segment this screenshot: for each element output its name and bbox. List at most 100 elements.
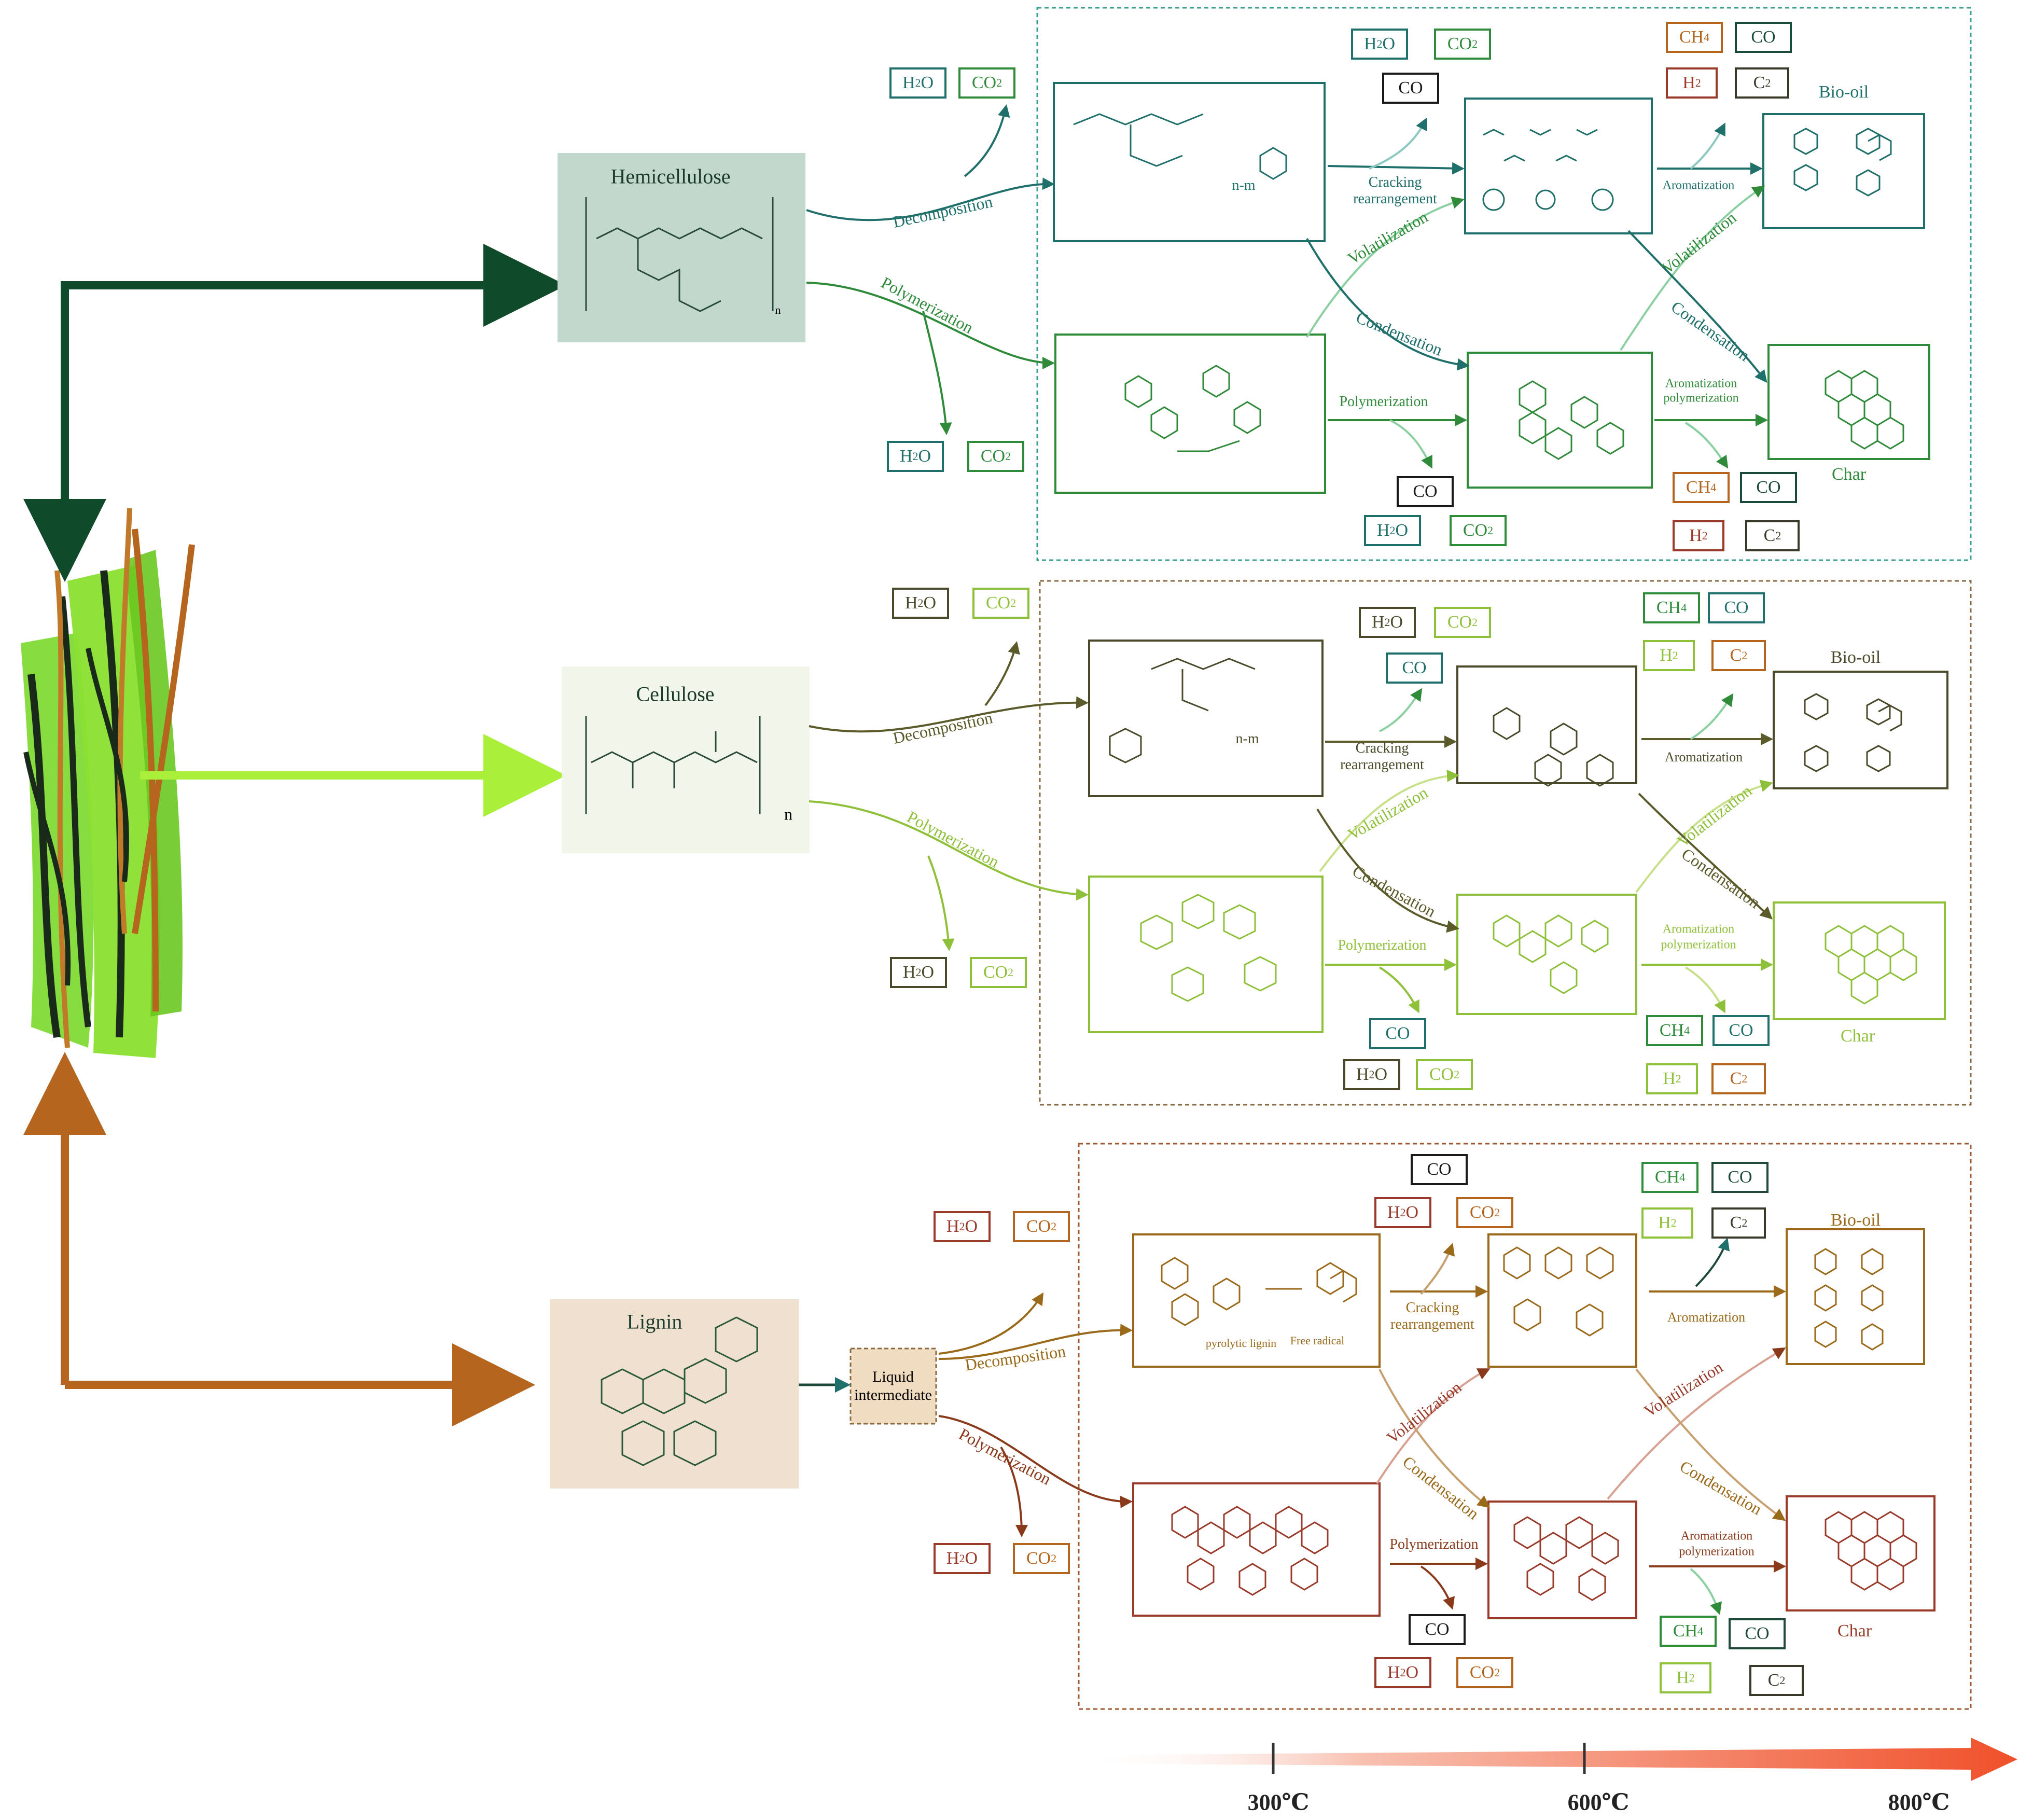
hemi-arompoly-label-2: polymerization — [1663, 391, 1739, 405]
gas-chip-co: CO — [1708, 592, 1765, 623]
hemi-condensation-label-2: Condensation — [1667, 297, 1753, 365]
hemi-volatilization-label-2: Volatilization — [1658, 208, 1740, 278]
hemi-char-label: Char — [1831, 465, 1867, 484]
hemi-aromatization-label: Aromatization — [1662, 178, 1735, 192]
lignin-title: Lignin — [626, 1310, 683, 1333]
lig-polymerization2-label: Polymerization — [1389, 1536, 1479, 1552]
hemi-polymerization2-label: Polymerization — [1339, 394, 1428, 410]
temperature-scale — [1081, 1738, 2017, 1781]
hemicellulose-title: Hemicellulose — [610, 164, 731, 188]
liquid-intermediate-line1: Liquid — [872, 1368, 914, 1385]
gas-chip-co: CO — [1411, 1154, 1468, 1185]
hemi-arompoly-label-1: Aromatization — [1665, 377, 1737, 391]
temp-800-label: 800℃ — [1888, 1789, 1950, 1815]
cell-cracking-label: Cracking — [1355, 740, 1409, 756]
hemi-nm-label: n-m — [1232, 177, 1256, 193]
gas-chip-co: CO — [1386, 652, 1443, 684]
lig-freeradical-label: Free radical — [1290, 1334, 1345, 1347]
liquid-intermediate-line2: intermediate — [854, 1386, 932, 1404]
hemi-biooil-label: Bio-oil — [1818, 82, 1869, 102]
lig-pyrolytic-label: pyrolytic lignin — [1205, 1337, 1277, 1350]
lig-rearrangement-label: rearrangement — [1390, 1316, 1474, 1332]
lig-arompoly-label-1: Aromatization — [1680, 1529, 1753, 1543]
lig-biooil-label: Bio-oil — [1830, 1211, 1881, 1230]
cell-nm-label: n-m — [1235, 731, 1259, 747]
cell-condensation-label-2: Condensation — [1678, 844, 1764, 912]
hemi-polymerization-label: Polymerization — [878, 273, 977, 337]
lig-decomposition-label: Decomposition — [964, 1341, 1067, 1374]
cellulose-subscript: n — [784, 804, 792, 824]
cell-volatilization-label-2: Volatilization — [1673, 781, 1756, 851]
hemicellulose-subscript: n — [775, 303, 781, 316]
cell-decomposition-label: Decomposition — [891, 708, 995, 747]
lig-polymerization-label: Polymerization — [956, 1424, 1054, 1489]
gas-chip-co: CO — [1729, 1618, 1786, 1649]
cell-polymerization2-label: Polymerization — [1338, 937, 1427, 953]
hemi-cracking-label: Cracking — [1368, 174, 1422, 190]
cell-polymerization-label: Polymerization — [904, 807, 1002, 871]
pathway-arrows — [799, 104, 1786, 1615]
panels — [1036, 7, 1972, 1710]
main-flow-arrows — [23, 244, 566, 1426]
cell-char-label: Char — [1840, 1026, 1875, 1046]
cell-arompoly-label-2: polymerization — [1661, 938, 1736, 952]
gas-chip-co: CO — [1712, 1015, 1770, 1046]
hemi-volatilization-label-1: Volatilization — [1344, 207, 1431, 268]
gas-chip-co: CO — [1735, 22, 1792, 53]
cell-condensation-label-1: Condensation — [1349, 861, 1439, 921]
molecule-sketches — [585, 113, 1917, 1601]
cell-volatilization-label-1: Volatilization — [1344, 783, 1431, 844]
gas-chip-co: CO — [1382, 73, 1439, 104]
lig-condensation-label-2: Condensation — [1677, 1456, 1765, 1519]
cell-arompoly-label-1: Aromatization — [1662, 922, 1735, 936]
lig-char-label: Char — [1837, 1621, 1872, 1641]
hemi-condensation-label-1: Condensation — [1353, 308, 1445, 359]
cellulose-title: Cellulose — [636, 682, 715, 706]
temp-300-label: 300℃ — [1247, 1789, 1310, 1815]
gas-chip-co: CO — [1409, 1614, 1466, 1645]
temp-600-label: 600℃ — [1567, 1789, 1630, 1815]
cell-rearrangement-label: rearrangement — [1340, 757, 1424, 773]
biomass-fibre-illustration — [21, 508, 195, 1058]
hemi-rearrangement-label: rearrangement — [1353, 191, 1437, 207]
lig-volatilization-label-2: Volatilization — [1640, 1357, 1726, 1421]
gas-chip-co: CO — [1369, 1018, 1426, 1049]
lig-arompoly-label-2: polymerization — [1679, 1545, 1755, 1559]
lig-aromatization-label: Aromatization — [1667, 1310, 1746, 1325]
hemi-decomposition-label: Decomposition — [891, 192, 995, 231]
